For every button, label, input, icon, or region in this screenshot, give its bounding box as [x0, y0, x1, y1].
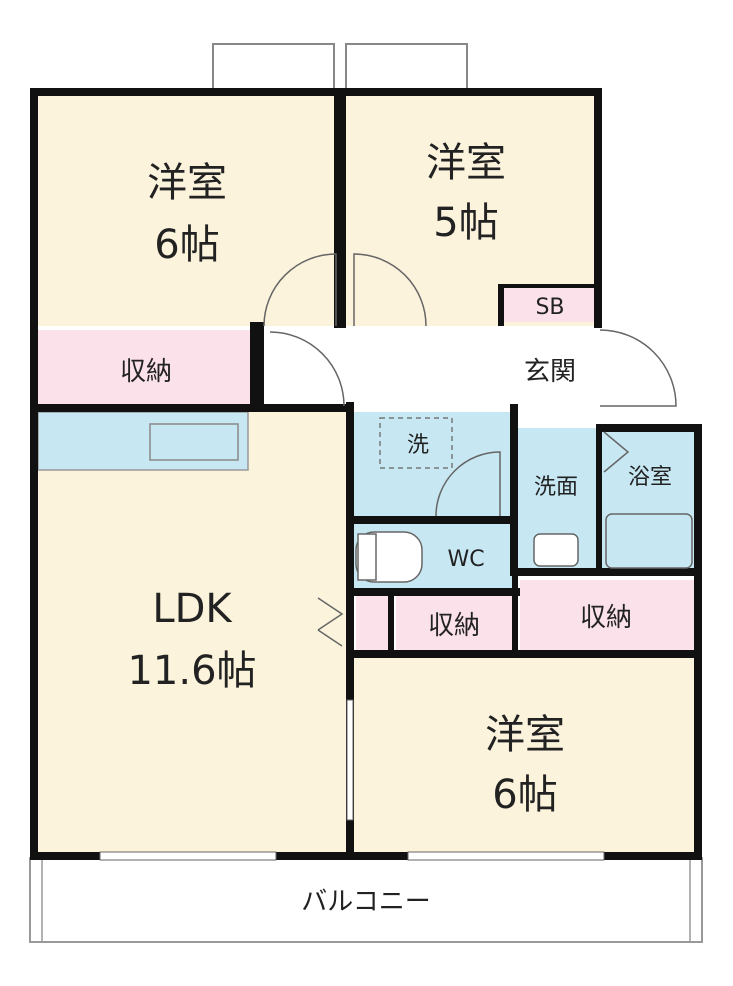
storage-2-label: 収納 [428, 611, 480, 641]
bathtub [605, 513, 693, 569]
kitchen-sink [149, 423, 239, 461]
window-top-1 [212, 43, 335, 91]
laundry-label: 洗 [407, 433, 429, 458]
ldk-size: 11.6帖 [127, 648, 256, 694]
toilet-label: WC [447, 547, 484, 572]
balcony-area [29, 857, 703, 943]
small-closet-floor [356, 596, 392, 654]
wash-basin [533, 533, 579, 567]
sliding-door-ldk [346, 699, 354, 821]
storage-3-floor [520, 580, 698, 654]
western-room-3-name: 洋室 [485, 712, 565, 758]
entrance-label: 玄関 [524, 357, 576, 387]
storage-1-floor [34, 330, 258, 404]
storage-2-floor [396, 596, 516, 654]
western-room-3-floor [352, 656, 698, 856]
western-room-1-name: 洋室 [147, 160, 227, 206]
shoe-box-label: SB [535, 295, 564, 320]
window-ldk [99, 851, 277, 861]
bathroom-label: 浴室 [628, 465, 672, 490]
laundry-floor [352, 412, 512, 520]
washer-pan [379, 417, 453, 469]
western-room-2-size: 5帖 [433, 200, 498, 246]
western-room-3-size: 6帖 [492, 772, 557, 818]
ldk-name: LDK [152, 586, 233, 632]
western-room-1-floor [34, 92, 340, 326]
hallway-floor [264, 330, 504, 406]
doors [263, 253, 677, 647]
toilet-tank [357, 533, 377, 581]
western-room-1-size: 6帖 [154, 222, 219, 268]
storage-1-label: 収納 [120, 357, 172, 387]
ldk-floor [34, 408, 352, 856]
window-top-2 [345, 43, 468, 91]
western-room-2-name: 洋室 [426, 140, 506, 186]
balcony-label: バルコニー [301, 887, 430, 917]
shoe-box-floor [504, 286, 598, 322]
entrance-floor [504, 326, 598, 406]
washroom-label: 洗面 [534, 475, 578, 500]
window-room3 [407, 851, 605, 861]
storage-3-label: 収納 [580, 603, 632, 633]
